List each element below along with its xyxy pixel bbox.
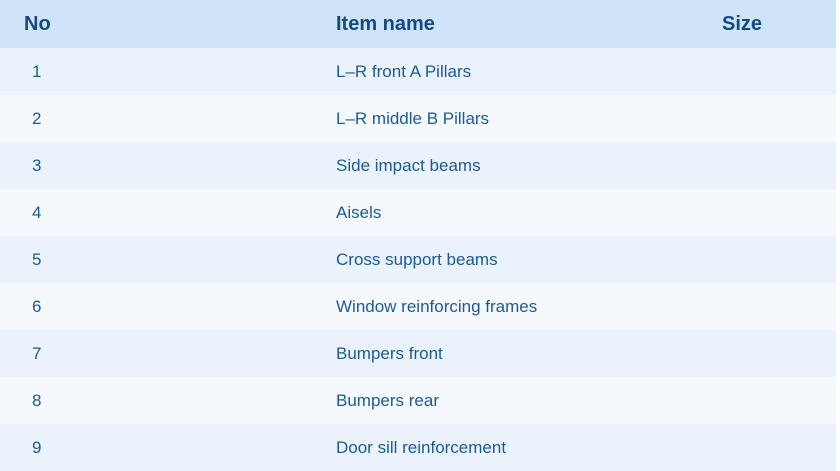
table-row: 2 L–R middle B Pillars [0,95,836,142]
row-no: 7 [32,343,42,363]
row-no: 2 [32,108,42,128]
row-item-name: Cross support beams [336,249,498,269]
row-item-name: Aisels [336,202,382,222]
table-row: 4 Aisels [0,189,836,236]
row-no: 9 [32,437,42,457]
row-item-name: L–R middle B Pillars [336,108,490,128]
table-row: 5 Cross support beams [0,236,836,283]
header-no: No [24,12,51,35]
table-row: 6 Window reinforcing frames [0,283,836,330]
row-no: 4 [32,202,42,222]
row-item-name: Side impact beams [336,155,481,175]
header-item-name: Item name [336,12,435,35]
row-item-name: Door sill reinforcement [336,437,507,457]
table-header: No Item name Size [0,0,836,48]
row-item-name: Bumpers front [336,343,443,363]
table-row: 9 Door sill reinforcement [0,424,836,471]
header-size: Size [722,12,763,35]
row-item-name: L–R front A Pillars [336,61,472,81]
row-item-name: Bumpers rear [336,390,439,410]
table-row: 1 L–R front A Pillars [0,48,836,95]
row-no: 8 [32,390,42,410]
row-no: 6 [32,296,42,316]
table-row: 7 Bumpers front [0,330,836,377]
table-row: 8 Bumpers rear [0,377,836,424]
row-no: 5 [32,249,42,269]
table-row: 3 Side impact beams [0,142,836,189]
row-no: 3 [32,155,42,175]
row-item-name: Window reinforcing frames [336,296,538,316]
row-no: 1 [32,61,42,81]
